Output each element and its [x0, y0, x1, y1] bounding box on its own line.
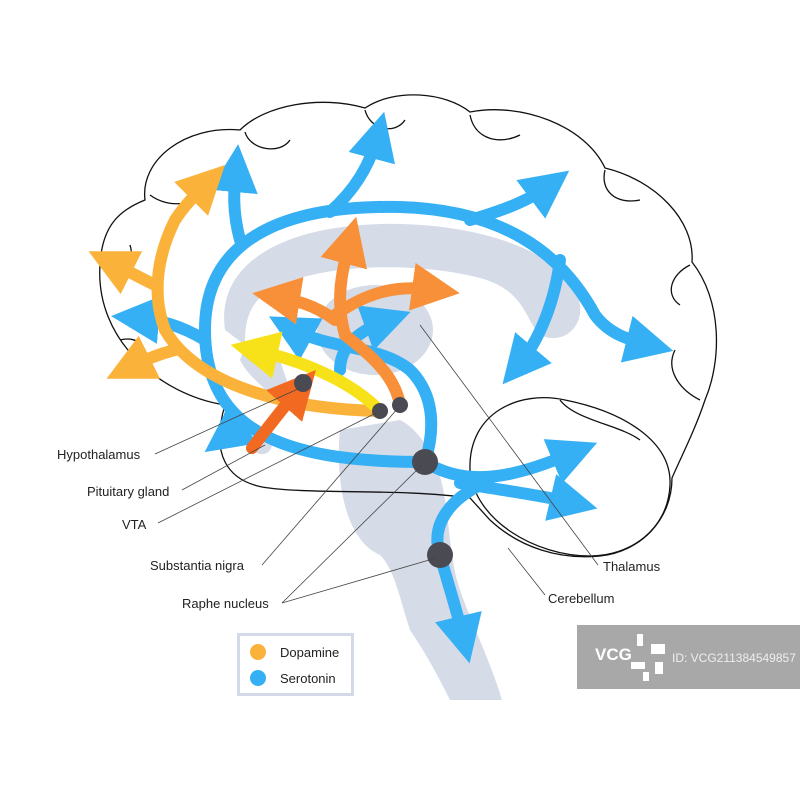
- corpus-callosum: [224, 223, 581, 345]
- label-thalamus: Thalamus: [603, 559, 661, 574]
- label-hypothalamus: Hypothalamus: [57, 447, 141, 462]
- dopamine-pathways: [88, 165, 460, 454]
- label-vta: VTA: [122, 517, 147, 532]
- label-cerebellum: Cerebellum: [548, 591, 615, 606]
- cerebellum-outline: [469, 397, 671, 557]
- serotonin-swatch-icon: [250, 670, 266, 686]
- label-pituitary-gland: Pituitary gland: [87, 484, 170, 499]
- nuclei: [294, 374, 453, 568]
- watermark-burst-icon: [631, 634, 665, 681]
- legend-label: Serotonin: [280, 670, 336, 686]
- label-raphe-nucleus: Raphe nucleus: [182, 596, 269, 611]
- legend-item-dopamine: Dopamine: [250, 644, 339, 660]
- label-substantia-nigra: Substantia nigra: [150, 558, 244, 573]
- legend-label: Dopamine: [280, 644, 340, 660]
- leader-lines: [154, 324, 599, 604]
- legend: Dopamine Serotonin: [237, 633, 354, 696]
- legend-item-serotonin: Serotonin: [250, 670, 336, 686]
- hypothalamus-nucleus: [294, 374, 312, 392]
- dopamine-swatch-icon: [250, 644, 266, 660]
- substantia-nigra-nucleus: [392, 397, 408, 413]
- serotonin-pathways: [111, 111, 674, 664]
- watermark-id: ID: VCG211384549857: [672, 651, 796, 665]
- watermark-logo: VCG: [595, 645, 632, 664]
- vta-nucleus: [372, 403, 388, 419]
- watermark: VCG ID: VCG211384549857: [577, 625, 800, 689]
- raphe-nucleus-lower: [427, 542, 453, 568]
